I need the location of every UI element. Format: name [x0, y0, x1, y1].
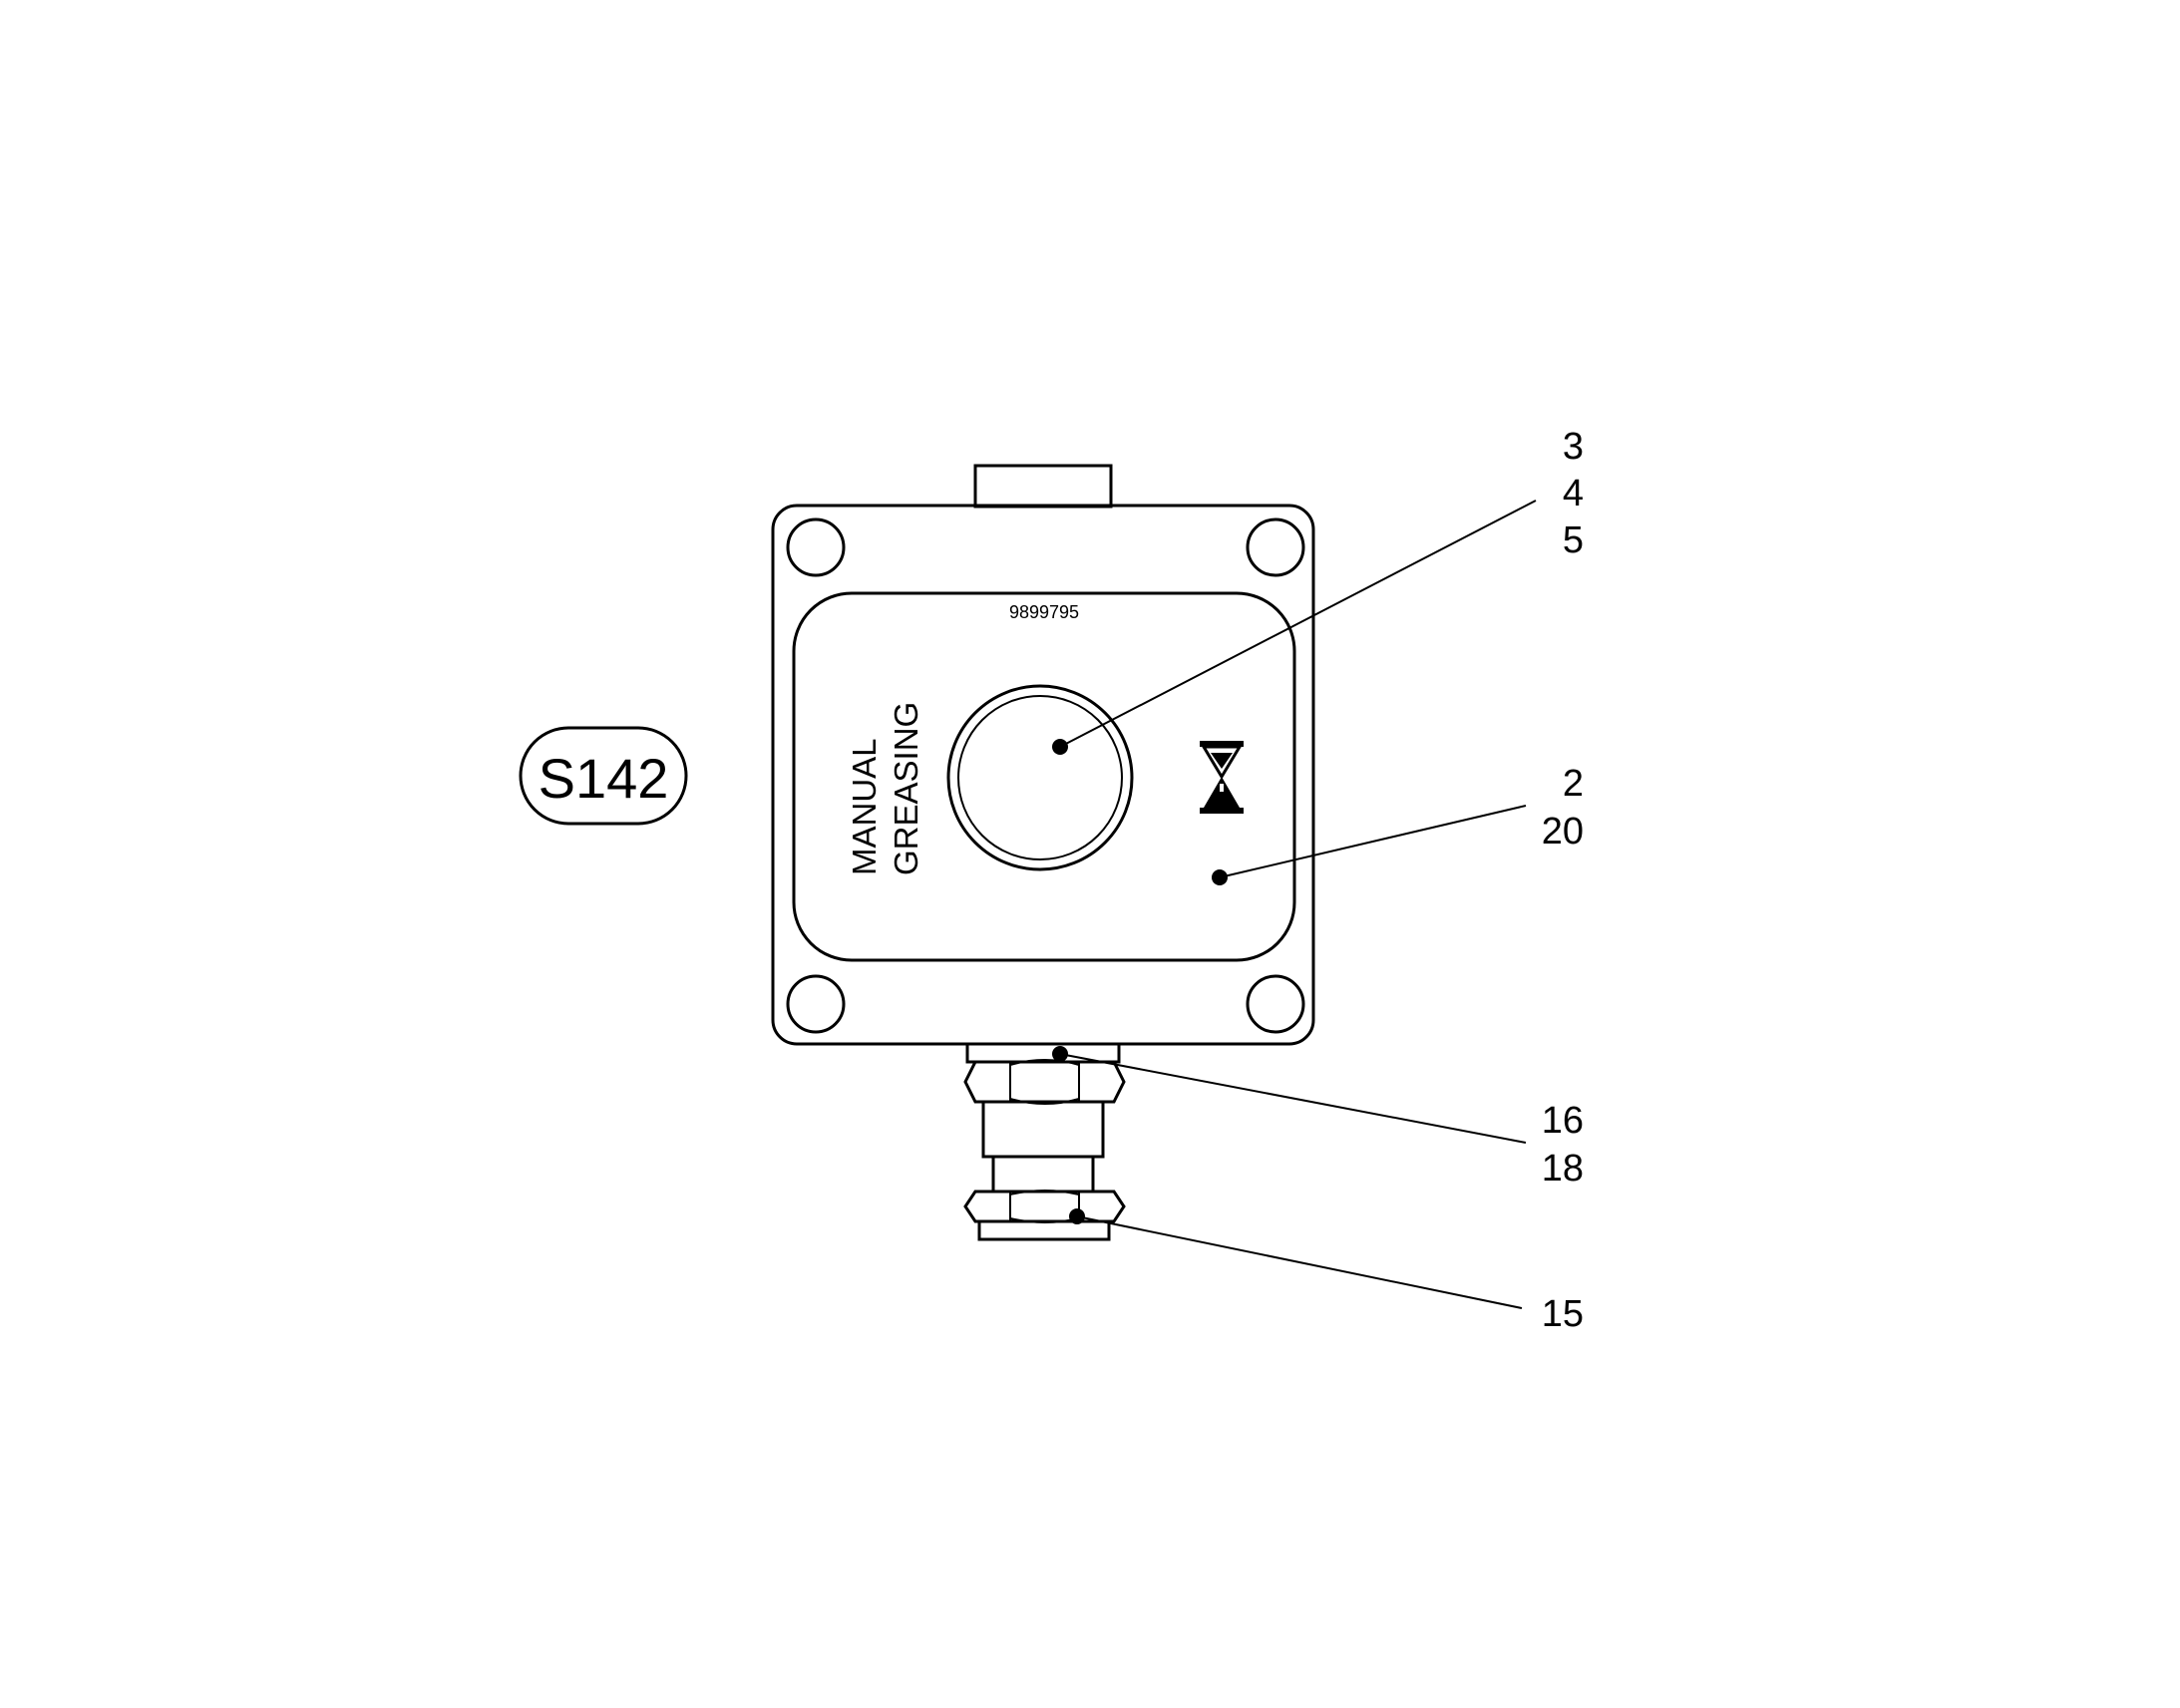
mounting-hole-bottom-left — [786, 974, 846, 1034]
designation-tag-label: S142 — [539, 747, 669, 810]
callout-2: 2 — [1563, 763, 1584, 805]
gland-neck — [991, 1155, 1095, 1194]
hourglass-icon — [1200, 741, 1244, 814]
leader-lines — [1052, 500, 1537, 1309]
leader-panel-plate — [1219, 805, 1527, 878]
part-number: 9899795 — [1009, 602, 1079, 622]
push-button — [946, 684, 1134, 871]
callout-18: 18 — [1542, 1148, 1584, 1190]
label-plate-outline — [792, 591, 1296, 962]
gland-upper-nut — [963, 1060, 1126, 1104]
gland-cap — [977, 1219, 1111, 1241]
callout-16: 16 — [1542, 1100, 1584, 1142]
leader-push-button — [1059, 500, 1537, 748]
callout-15: 15 — [1542, 1293, 1584, 1335]
panel-label-line2: GREASING — [888, 702, 924, 875]
push-button-inner-ring — [957, 695, 1123, 860]
push-button-outer-ring — [946, 684, 1134, 871]
callout-3: 3 — [1563, 426, 1584, 468]
label-plate: 9899795 MANUAL GREASING — [792, 591, 1296, 962]
designation-tag-outline — [519, 726, 688, 826]
callouts: 3 4 5 2 20 16 18 15 — [1542, 426, 1584, 1335]
mounting-hole-top-right — [1246, 517, 1305, 577]
gland-body — [981, 1100, 1105, 1159]
cable-gland — [963, 1042, 1126, 1241]
callout-4: 4 — [1563, 473, 1584, 514]
mounting-hole-bottom-right — [1246, 974, 1305, 1034]
leader-gland-lower — [1076, 1215, 1523, 1309]
callout-5: 5 — [1563, 519, 1584, 561]
panel-label-line1: MANUAL — [846, 738, 883, 875]
gland-lower-nut — [963, 1190, 1126, 1223]
top-connector — [973, 464, 1113, 509]
leader-gland-upper — [1059, 1053, 1527, 1144]
mounting-hole-top-left — [786, 517, 846, 577]
callout-20: 20 — [1542, 811, 1584, 853]
designation-tag: S142 — [519, 726, 688, 826]
